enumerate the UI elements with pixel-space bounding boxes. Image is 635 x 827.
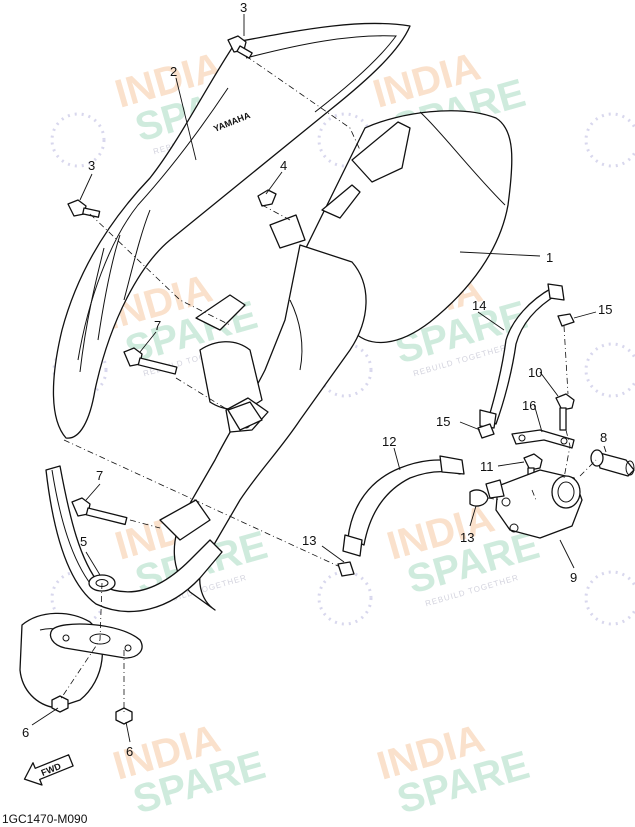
assembly-lines [59, 55, 597, 712]
callout-13-left: 13 [302, 533, 316, 548]
flange-nut-right [115, 707, 133, 725]
bolt-7-lower [71, 497, 128, 526]
callout-9: 9 [570, 570, 577, 585]
callout-4: 4 [280, 158, 287, 173]
muffler-protector: YAMAHA [52, 22, 411, 439]
clip-13-right [469, 489, 489, 507]
screw-10 [555, 393, 575, 431]
callout-2: 2 [170, 64, 177, 79]
callout-15-right: 15 [598, 302, 612, 317]
watermark-logo-ring [50, 112, 106, 168]
hose-14 [479, 283, 565, 429]
pipe-8 [590, 449, 635, 477]
clip-15-right [557, 313, 575, 327]
callout-12: 12 [382, 434, 396, 449]
callout-3-left: 3 [88, 158, 95, 173]
watermark-logo-ring [317, 342, 373, 398]
callout-5: 5 [80, 534, 87, 549]
forward-direction-arrow: FWD [23, 754, 74, 786]
exhaust-flange [49, 623, 143, 659]
watermark-logo-ring [584, 570, 635, 626]
bolt-7-upper [123, 347, 178, 375]
air-cut-valve-9 [485, 469, 583, 539]
watermark-logo-ring [317, 570, 373, 626]
bolt-3-top [227, 35, 253, 59]
callout-numbers: 1 2 3 3 4 5 6 6 7 7 8 9 10 11 12 13 13 1… [22, 0, 612, 759]
callout-7-upper: 7 [154, 318, 161, 333]
callout-15-left: 15 [436, 414, 450, 429]
callout-16: 16 [522, 398, 536, 413]
flange-nut-left [51, 695, 69, 713]
bolt-3-left [67, 199, 101, 218]
clip-13-left [337, 561, 355, 577]
callout-6-left: 6 [22, 725, 29, 740]
callout-6-right: 6 [126, 744, 133, 759]
muffler [173, 110, 513, 611]
watermark-logo-ring [584, 112, 635, 168]
air-hose-12 [342, 455, 465, 557]
callout-8: 8 [600, 430, 607, 445]
fwd-arrow-icon [23, 754, 74, 786]
callout-11: 11 [480, 459, 494, 474]
clip-15-left [477, 423, 495, 439]
callout-10: 10 [528, 365, 542, 380]
callout-13-right: 13 [460, 530, 474, 545]
callout-1: 1 [546, 250, 553, 265]
watermark-group: INDIA SPARE REBUILD TOGETHER INDIA SPARE… [50, 44, 635, 822]
callout-3-top: 3 [240, 0, 247, 15]
bracket-16 [511, 429, 575, 449]
watermark-logo-ring [52, 342, 108, 398]
leader-lines [31, 14, 607, 743]
watermark-logo-ring [584, 342, 635, 398]
callout-14: 14 [472, 298, 486, 313]
watermark-7: INDIA SPARE [108, 716, 270, 822]
diagram-code: 1GC1470-M090 [2, 812, 88, 826]
collar-4 [257, 189, 277, 207]
muffler-brackets [195, 121, 411, 431]
watermark-8: INDIA SPARE [372, 716, 534, 822]
callout-7-lower: 7 [96, 468, 103, 483]
